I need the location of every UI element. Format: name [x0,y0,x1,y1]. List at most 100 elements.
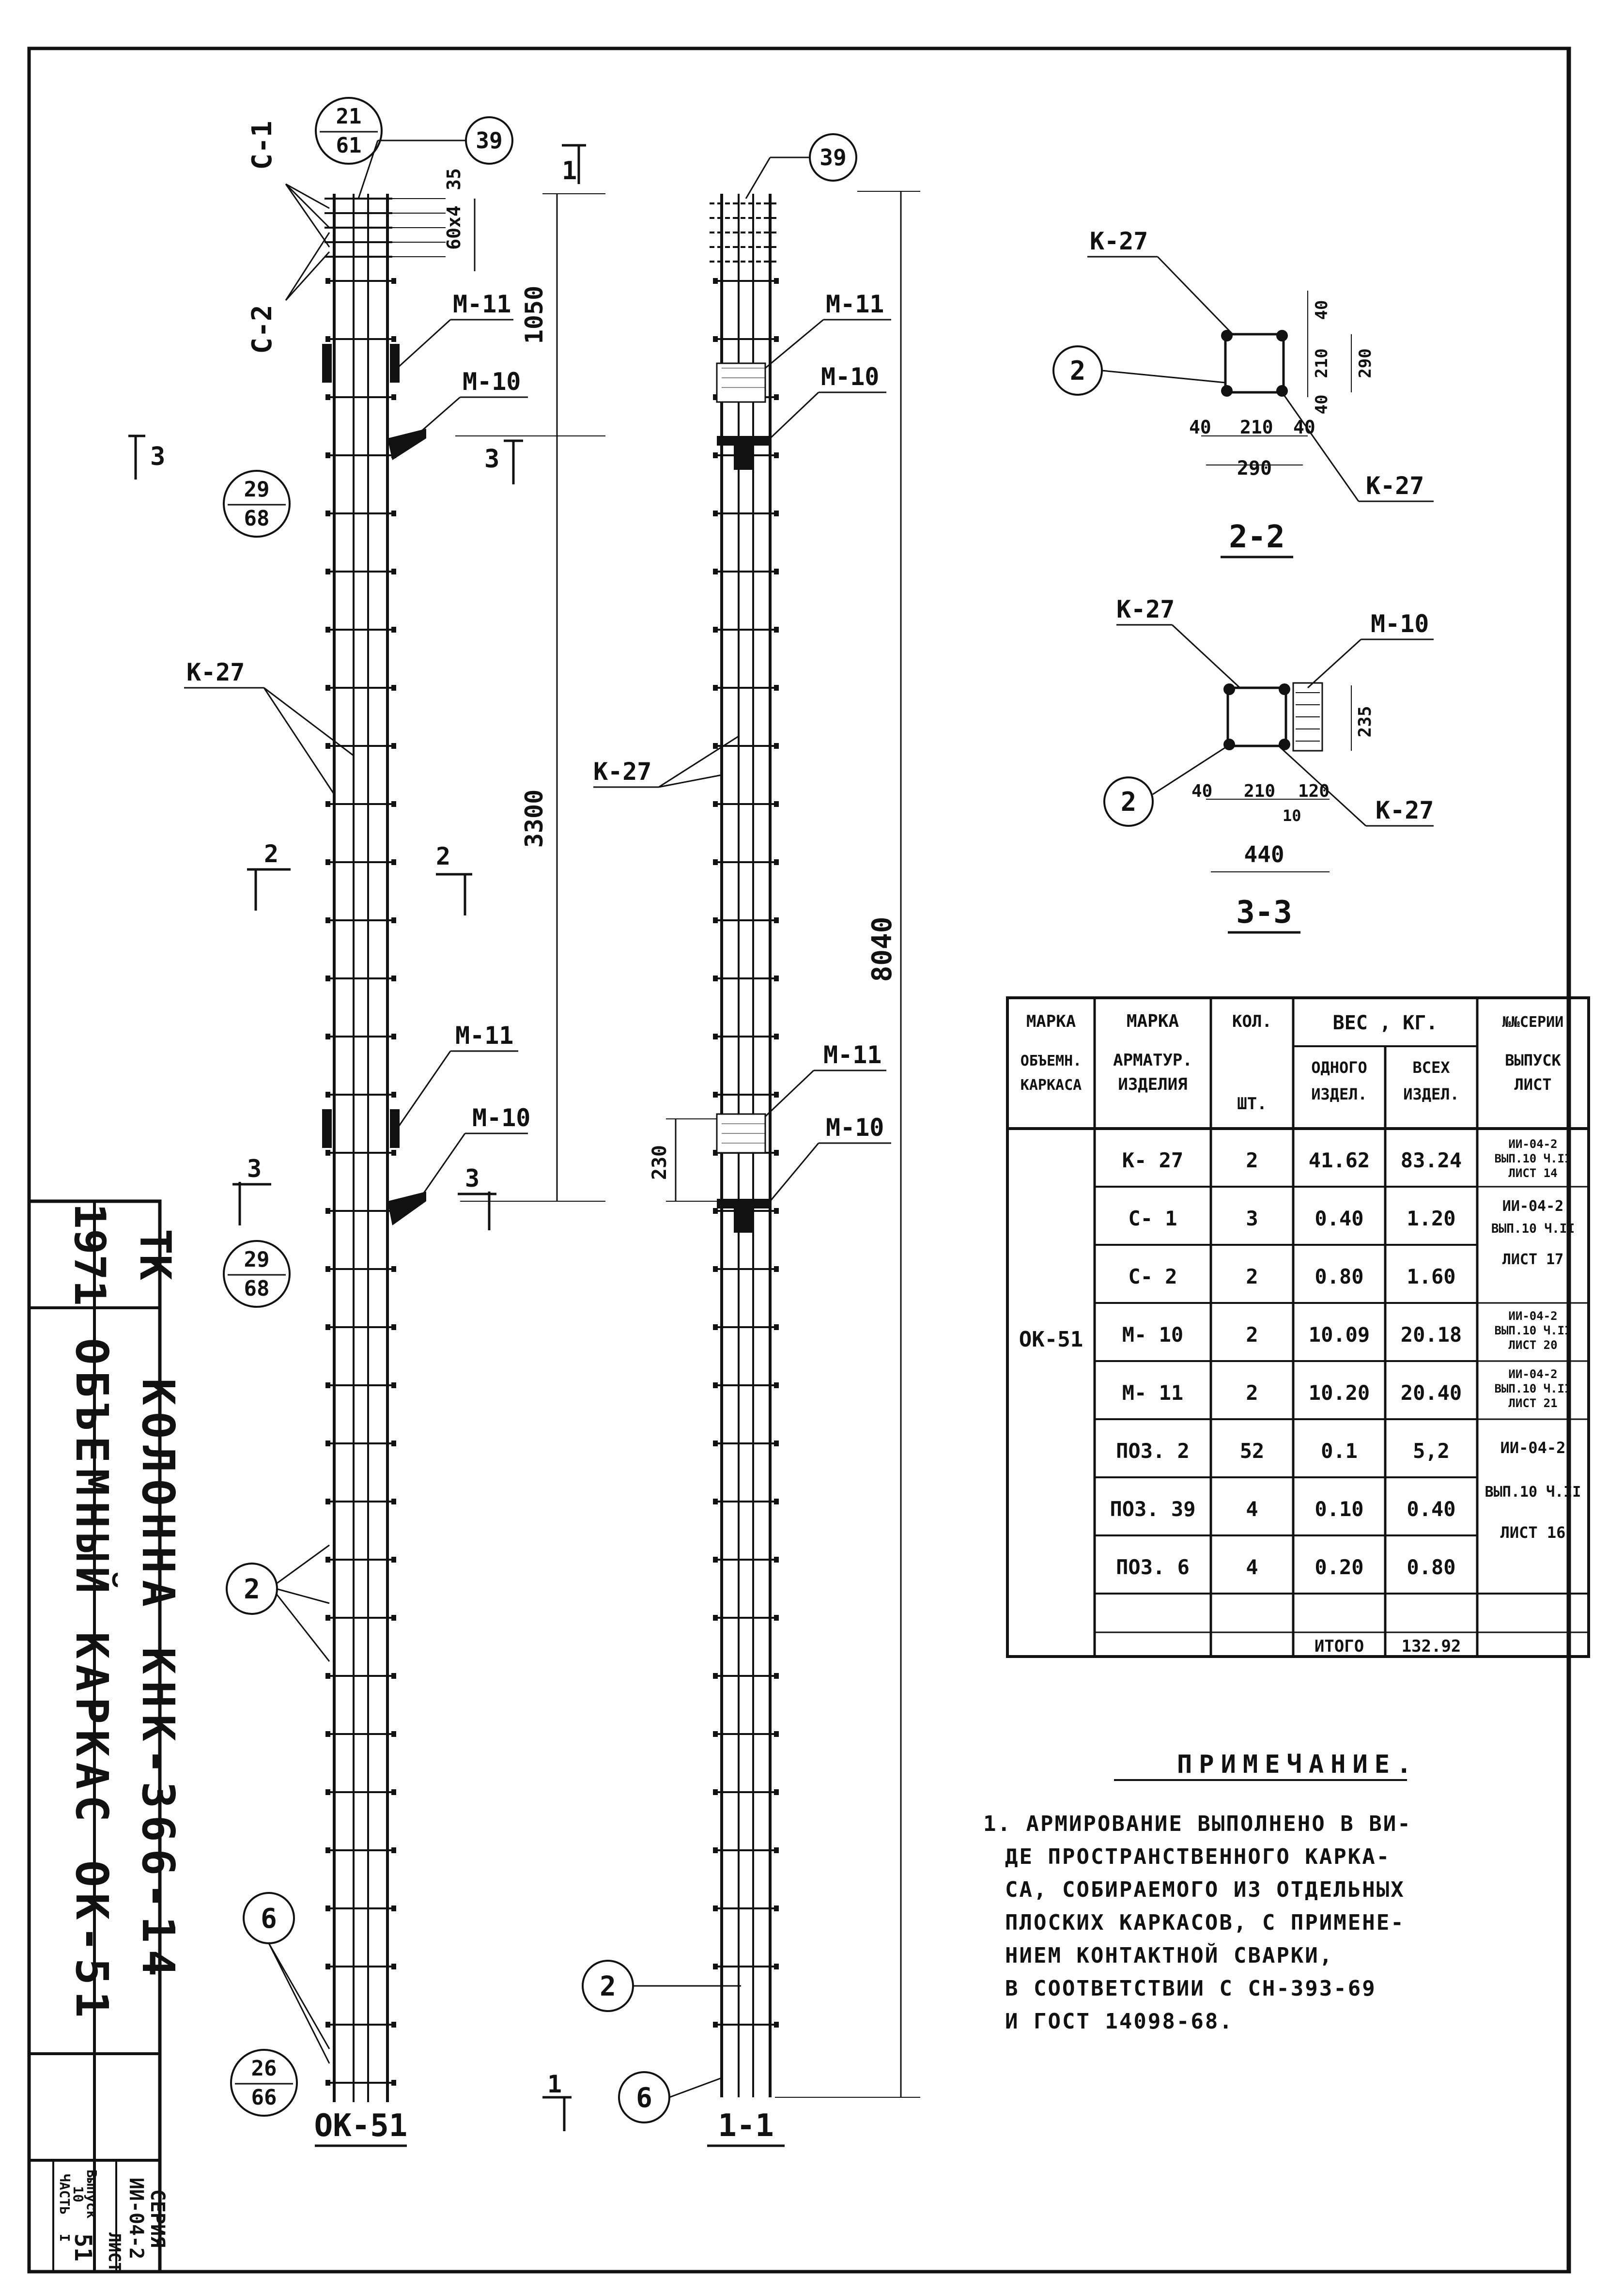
stirrup-weld [774,1731,779,1737]
spec-cell: 2 [1246,1265,1258,1288]
stirrup-weld [325,2080,330,2086]
note-line: СА, СОБИРАЕМОГО ИЗ ОТДЕЛЬНЫХ [1005,1877,1405,1902]
stirrup-weld [774,1499,779,1504]
stirrup-weld [325,1266,330,1272]
sec33-dim-440: 440 [1244,841,1284,867]
hdr-c3-l3: ШТ. [1237,1094,1267,1114]
title-sheet-value: 51 [69,2233,96,2262]
stirrup-weld [774,685,779,691]
callout-6-left: 6 [261,1903,277,1935]
bubble-low-den: 68 [244,1276,270,1301]
stirrup-weld [325,1499,330,1504]
stirrup-weld [391,1441,396,1446]
stirrup-weld [391,1324,396,1330]
spec-cell: 132.92 [1402,1637,1461,1656]
stirrup-weld [391,1382,396,1388]
stirrup-weld [325,1731,330,1737]
sec-3-left-low: 3 [247,1155,262,1183]
stirrup-weld [713,1208,718,1214]
right-top-mesh [710,202,777,263]
stirrup-weld [325,1441,330,1446]
callout-2-right: 2 [600,1971,616,2002]
spec-cell: С- 1 [1128,1207,1177,1230]
spec-cell: 10.09 [1309,1323,1370,1347]
spec-table: МАРКА ОБЪЕМН. КАРКАСА МАРКА АРМАТУР. ИЗД… [1006,996,1590,1658]
stirrup-weld [713,976,718,981]
right-view: 39 8040 М-11 М-10 К-27 М-11 [582,133,920,2147]
stirrup-weld [325,1208,330,1214]
stirrup-weld [713,278,718,284]
sec22-dim-40a: 40 [1312,300,1331,320]
spec-cell: 52 [1240,1439,1265,1463]
stirrup-weld [713,511,718,516]
stirrup-weld [774,1324,779,1330]
label-m11-low-left: М-11 [455,1022,513,1050]
stirrup-weld [774,976,779,981]
hdr-c2-l1: МАРКА [1127,1011,1179,1031]
bubble-bot-num: 26 [251,2056,277,2081]
ref-5-l1: ИИ-04-2 [1500,1439,1566,1457]
title-block: 1971 ТК КОЛОННА КНК-366-14 ОБЪЕМНЫЙ КАРК… [27,1199,184,2274]
sec22-dim-210b: 210 [1240,417,1273,438]
stirrup-weld [713,1499,718,1504]
dim-35: 35 [443,168,464,190]
stirrup-weld [325,743,330,749]
note-title: ПРИМЕЧАНИЕ. [1177,1750,1418,1779]
ref-3-l1: ИИ-04-2 [1508,1309,1557,1323]
stirrup-weld [713,801,718,807]
stirrup-weld [774,917,779,923]
stirrup-weld [391,1557,396,1563]
ref-bubble-21-61 [315,97,383,165]
stirrup-weld [713,1092,718,1098]
stirrup-weld [713,1150,718,1156]
frame-mark: ОК-51 [1019,1327,1083,1352]
stirrup-weld [713,394,718,400]
stirrup-weld [774,1034,779,1039]
stirrup-weld [325,859,330,865]
stirrup-weld [713,452,718,458]
stirrup-weld [325,1964,330,1969]
spec-cell: 5,2 [1413,1439,1450,1463]
stirrup-weld [325,1615,330,1621]
bubble-mid-den: 68 [244,506,270,531]
stirrup-weld [391,743,396,749]
sec33-k27-bot: К-27 [1376,796,1434,824]
sec33-callout: 2 [1121,787,1137,817]
stirrup-weld [713,743,718,749]
label-m10-top-right: М-10 [821,363,879,391]
stirrup-weld [391,859,396,865]
stirrup-weld [391,1034,396,1039]
stirrup-weld [391,976,396,981]
ref-5-l3: ЛИСТ 16 [1500,1523,1566,1542]
stirrup-weld [325,2022,330,2028]
bubble-low-num: 29 [244,1247,270,1272]
sec22-dim-40c: 40 [1189,417,1211,438]
ref-2-l1: ИИ-04-2 [1502,1198,1563,1215]
stirrup-weld [774,627,779,633]
stirrup-weld [774,1847,779,1853]
stirrup-weld [325,452,330,458]
stirrup-weld [713,859,718,865]
spec-cell: К- 27 [1122,1148,1183,1172]
hdr-c6-l2: ВЫПУСК [1505,1051,1561,1069]
stirrup-weld [713,917,718,923]
hdr-c6-l1: №№СЕРИИ [1502,1014,1563,1031]
stirrup-weld [391,1150,396,1156]
note-line: ПЛОСКИХ КАРКАСОВ, С ПРИМЕНЕ- [1005,1910,1405,1935]
sec-3-left-top: 3 [150,442,165,471]
stirrup-weld [713,2022,718,2028]
title-series-label: СЕРИЯ [146,2189,169,2247]
stirrup-weld [774,859,779,865]
sec-1-top: 1 [562,156,577,186]
note: ПРИМЕЧАНИЕ. 1. АРМИРОВАНИЕ ВЫПОЛНЕНО В В… [983,1750,1418,2034]
sec22-callout: 2 [1070,356,1086,386]
sec33-dim-40: 40 [1191,781,1212,801]
stirrup-weld [774,336,779,342]
stirrup-weld [391,917,396,923]
stirrup-weld [325,511,330,516]
ref-1-l3: ЛИСТ 14 [1508,1166,1557,1180]
stirrup-weld [713,1731,718,1737]
spec-cell: 0.80 [1407,1555,1455,1579]
spec-cell: 3 [1246,1207,1258,1230]
